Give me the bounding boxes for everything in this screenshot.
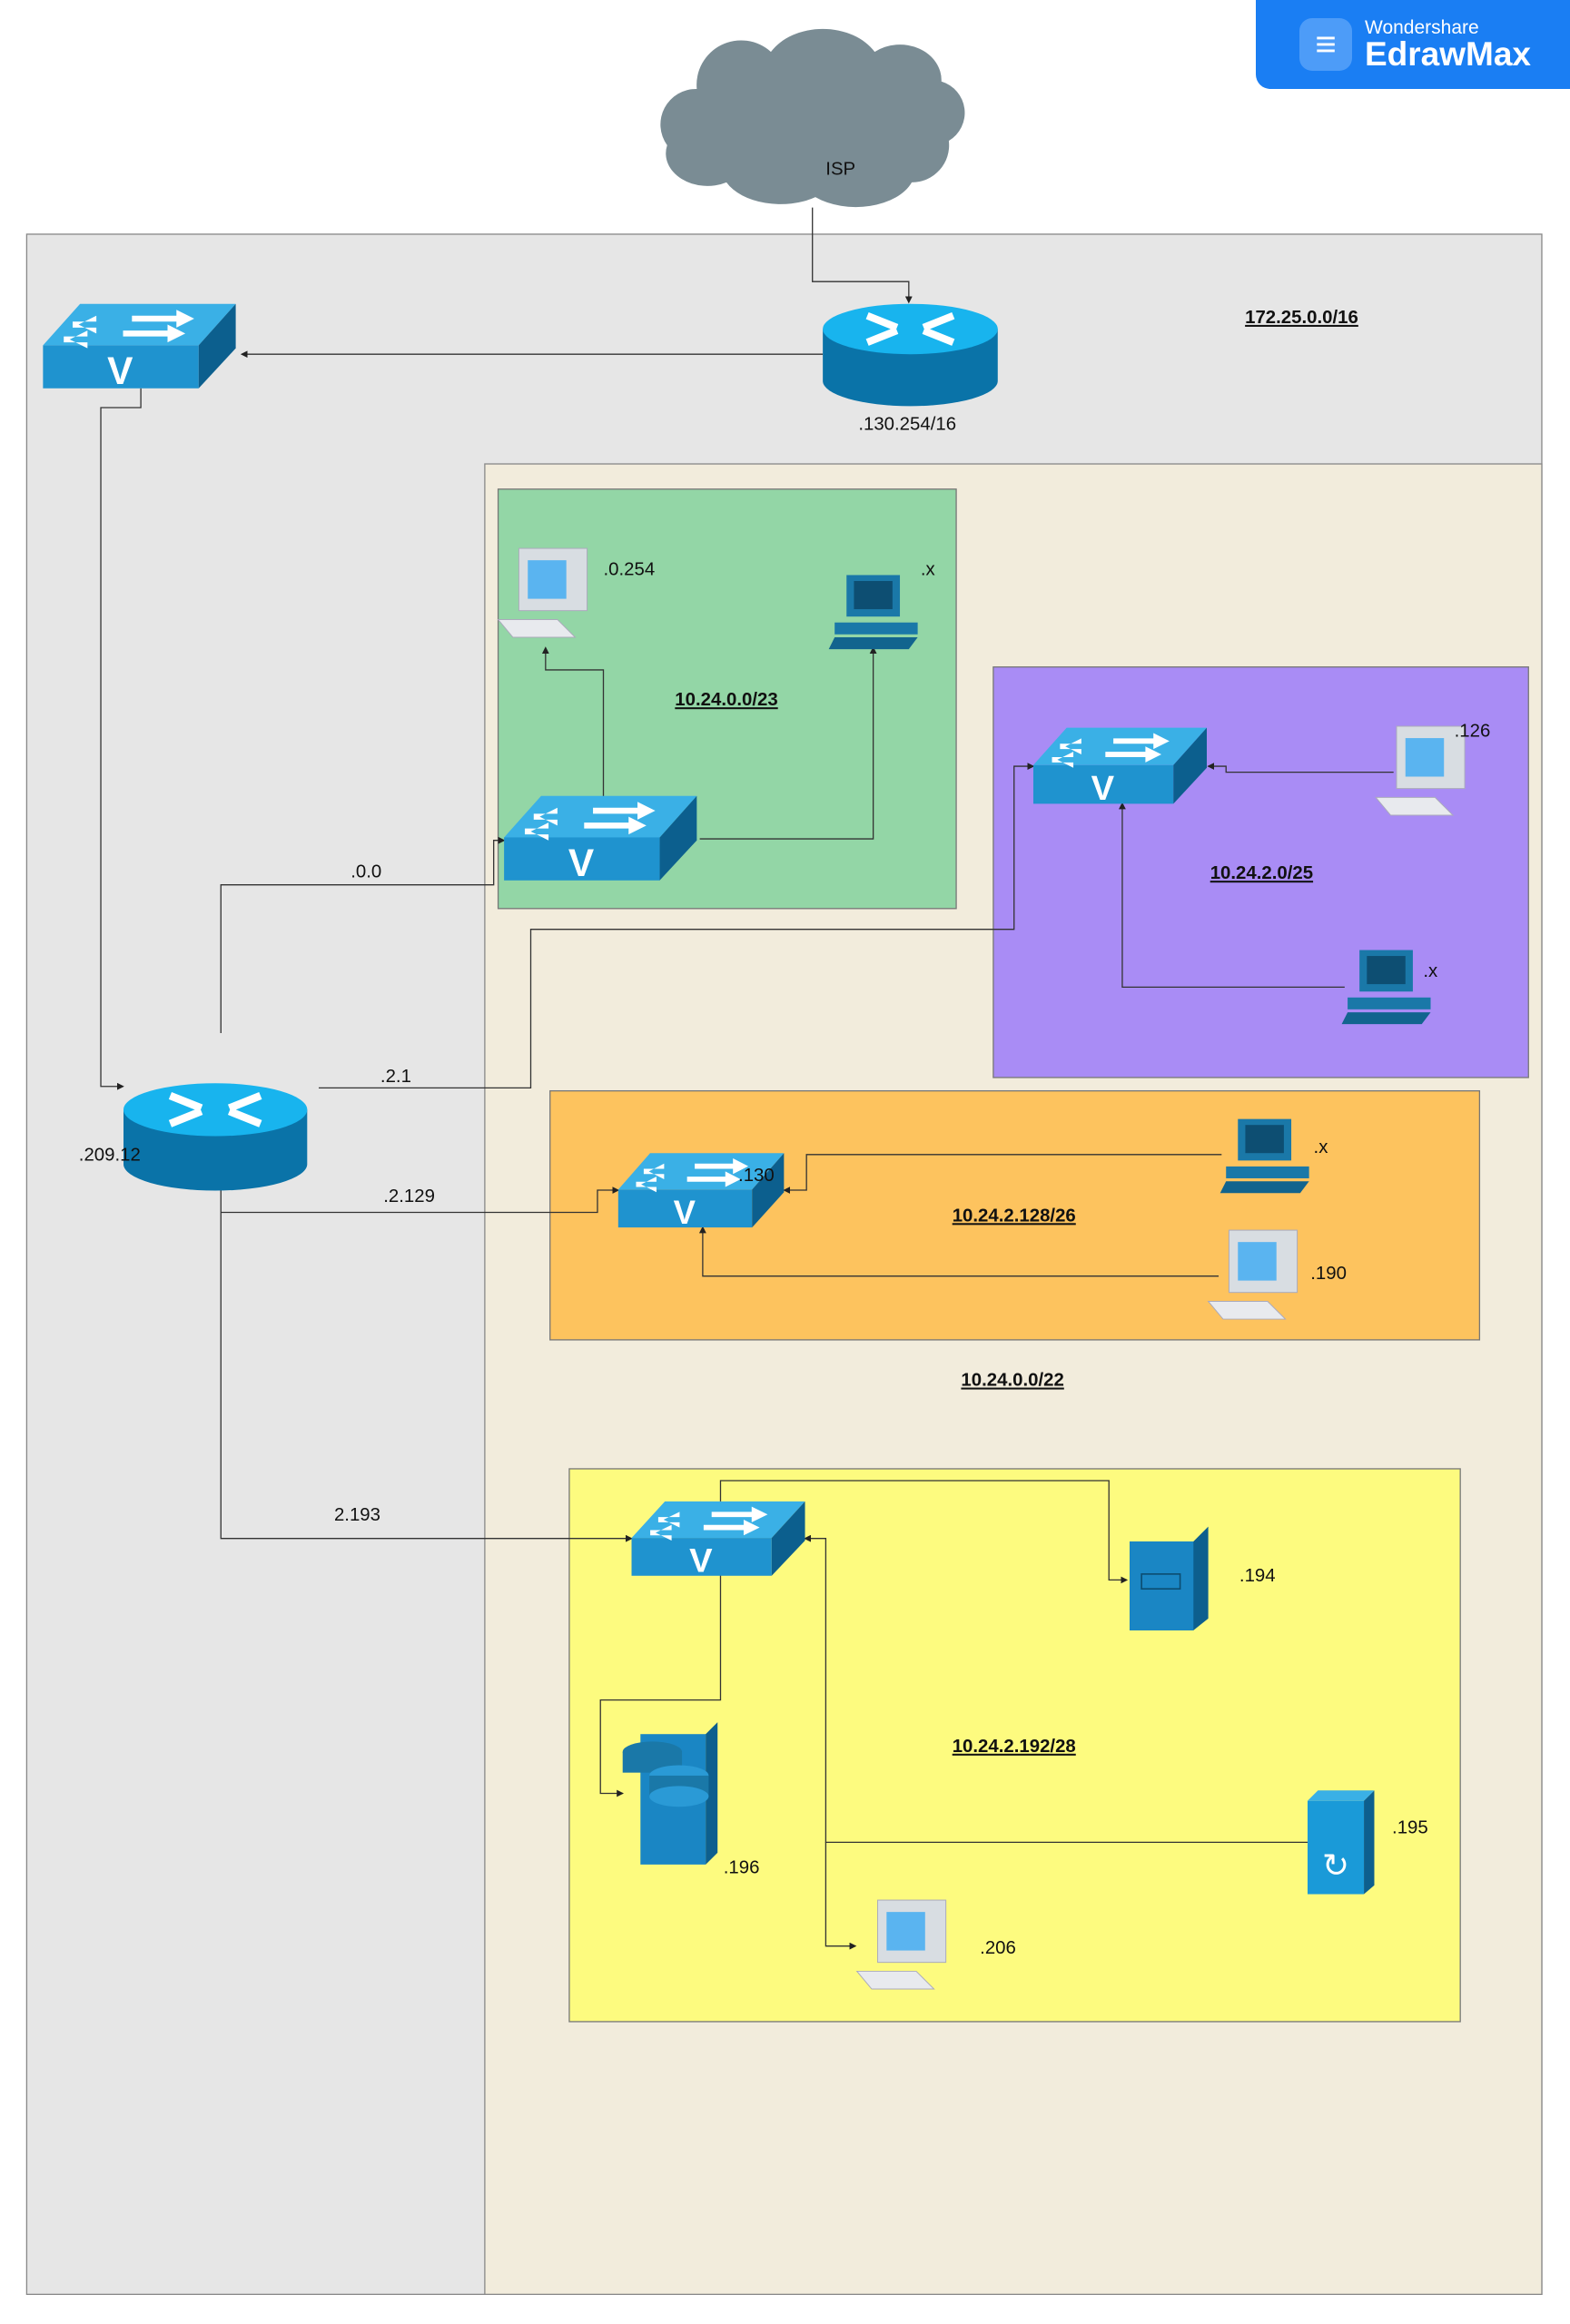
core-router[interactable] xyxy=(123,1083,307,1190)
isp-cloud: ISP xyxy=(660,28,965,208)
yellow-network-label: 10.24.2.192/28 xyxy=(953,1737,1076,1757)
edrawmax-logo-icon: ≡ xyxy=(1299,18,1352,71)
sync-server-label: .195 xyxy=(1392,1818,1428,1838)
green-network-label: 10.24.0.0/23 xyxy=(675,690,777,710)
green-ws-label: .x xyxy=(921,559,935,579)
top-switch[interactable] xyxy=(43,303,236,392)
sync-server-icon[interactable]: ↻ xyxy=(1308,1790,1375,1895)
orange-switch[interactable] xyxy=(617,1153,785,1231)
edrawmax-logo: ≡ Wondershare EdrawMax xyxy=(1256,0,1570,89)
database-server-label: .196 xyxy=(724,1858,760,1878)
outer-network-label: 172.25.0.0/16 xyxy=(1245,308,1358,328)
edge-router[interactable] xyxy=(823,304,998,407)
isp-label: ISP xyxy=(825,160,855,180)
svg-text:↻: ↻ xyxy=(1322,1847,1349,1885)
connections xyxy=(100,207,1394,1950)
logo-product: EdrawMax xyxy=(1365,35,1532,73)
orange-ws-label: .x xyxy=(1314,1137,1328,1157)
yellow-pc-label: .206 xyxy=(980,1938,1016,1958)
core-router-label: .209.12 xyxy=(79,1145,141,1165)
link-orange-label: .2.129 xyxy=(383,1187,435,1206)
database-server-icon[interactable] xyxy=(622,1722,718,1865)
link-yellow-label: 2.193 xyxy=(334,1505,380,1525)
green-switch[interactable] xyxy=(504,795,697,884)
orange-network-label: 10.24.2.128/26 xyxy=(953,1206,1076,1226)
file-server-label: .194 xyxy=(1239,1566,1276,1586)
green-pc-label: .0.254 xyxy=(603,559,655,579)
file-server-icon[interactable] xyxy=(1130,1526,1209,1630)
link-green-label: .0.0 xyxy=(351,862,381,882)
orange-switch-label: .130 xyxy=(738,1166,775,1186)
link-purple-label: .2.1 xyxy=(380,1067,411,1087)
purple-pc-label: .126 xyxy=(1455,721,1491,741)
purple-ws-label: .x xyxy=(1423,961,1437,981)
orange-pc-label: .190 xyxy=(1310,1264,1347,1284)
inner-network-label: 10.24.0.0/22 xyxy=(961,1371,1063,1391)
purple-network-label: 10.24.2.0/25 xyxy=(1210,863,1313,883)
logo-company: Wondershare xyxy=(1365,17,1479,38)
edge-router-label: .130.254/16 xyxy=(858,414,956,434)
